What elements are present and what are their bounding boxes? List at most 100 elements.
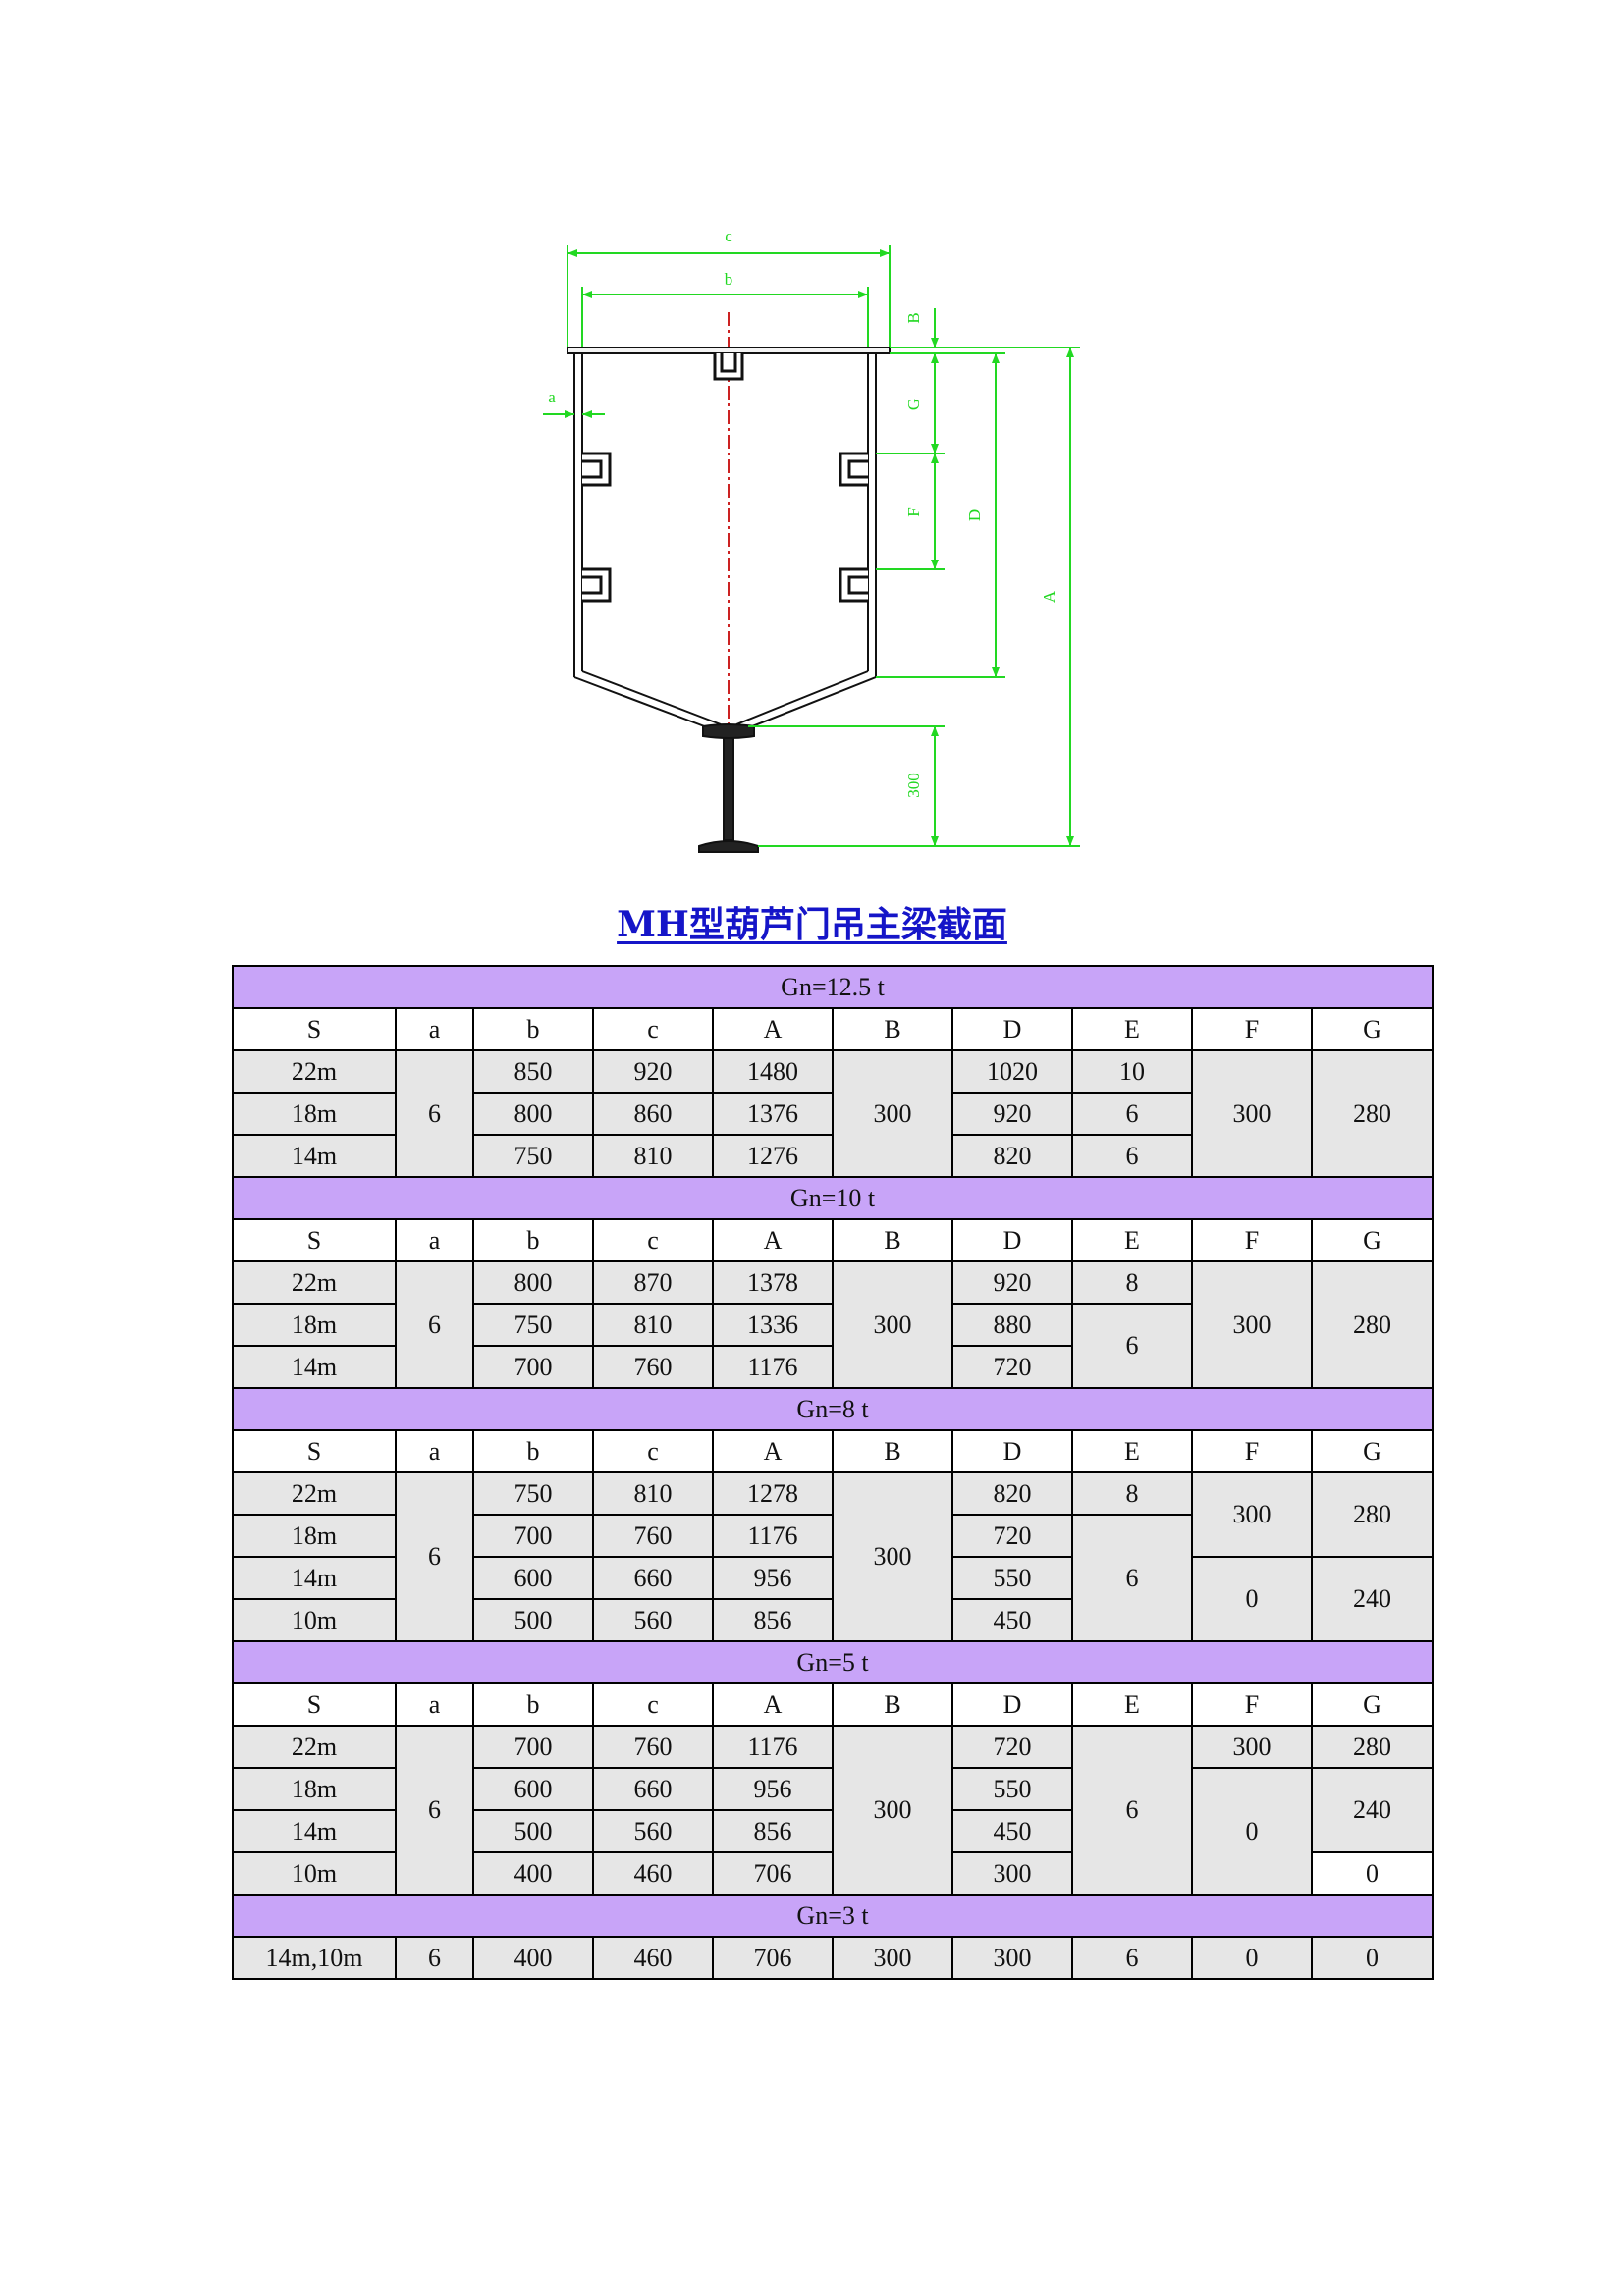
cell-D: 300: [951, 1936, 1073, 1980]
col-header-A: A: [712, 1218, 834, 1262]
dim-label-c: c: [725, 227, 732, 245]
cell-A: 956: [712, 1767, 834, 1811]
cell-b: 700: [472, 1514, 594, 1558]
girder-section-drawing: c b a B G F D A 300: [543, 227, 1080, 853]
col-header-b: b: [472, 1429, 594, 1473]
cell-b: 500: [472, 1809, 594, 1853]
col-header-A: A: [712, 1429, 834, 1473]
cell-A: 1480: [712, 1049, 834, 1094]
col-header-G: G: [1310, 1218, 1435, 1262]
cell-c: 760: [592, 1514, 714, 1558]
cell-S: 18m: [232, 1767, 397, 1811]
cell-b: 400: [472, 1851, 594, 1896]
col-header-F: F: [1191, 1682, 1313, 1727]
cell-c: 760: [592, 1725, 714, 1769]
cell-F: 300: [1191, 1260, 1313, 1389]
dim-label-D: D: [965, 509, 984, 521]
col-header-b: b: [472, 1218, 594, 1262]
stiffener-left-lower: [582, 567, 612, 603]
cell-c: 920: [592, 1049, 714, 1094]
col-header-a: a: [395, 1429, 474, 1473]
cell-G: 280: [1310, 1471, 1435, 1558]
cell-G: 280: [1310, 1260, 1435, 1389]
cell-B: 300: [832, 1725, 953, 1896]
group-title-row: Gn=12.5 t: [231, 965, 1435, 1009]
table-row: 10m 500 560 856 450: [232, 1598, 1433, 1642]
cell-D: 820: [951, 1471, 1073, 1516]
cell-A: 1376: [712, 1092, 834, 1136]
cell-D: 820: [951, 1134, 1073, 1178]
col-header-S: S: [232, 1682, 397, 1727]
cell-A: 956: [712, 1556, 834, 1600]
cell-b: 750: [472, 1303, 594, 1347]
cell-E: 8: [1071, 1471, 1193, 1516]
cell-b: 500: [472, 1598, 594, 1642]
cell-D: 880: [951, 1303, 1073, 1347]
cell-S: 14m: [232, 1556, 397, 1600]
col-header-D: D: [951, 1218, 1073, 1262]
col-header-b: b: [472, 1682, 594, 1727]
cell-E: 10: [1071, 1049, 1193, 1094]
dim-label-F: F: [904, 507, 923, 516]
cell-a: 6: [395, 1725, 474, 1896]
group-title: Gn=5 t: [231, 1640, 1435, 1684]
table-row: 18m 600 660 956 550 0 240: [232, 1767, 1435, 1896]
table-row: 10m 400 460 706 300 0: [232, 1851, 1435, 1896]
cell-S: 14m: [232, 1809, 397, 1853]
group-title: Gn=10 t: [231, 1176, 1435, 1220]
cell-c: 870: [592, 1260, 714, 1305]
cell-G: 280: [1310, 1049, 1435, 1178]
cell-D: 720: [951, 1725, 1073, 1769]
cell-G: 240: [1310, 1767, 1435, 1853]
col-header-B: B: [832, 1007, 953, 1051]
col-header-E: E: [1071, 1007, 1193, 1051]
cell-A: 1176: [712, 1725, 834, 1769]
col-header-B: B: [832, 1682, 953, 1727]
cell-D: 450: [951, 1598, 1073, 1642]
col-header-D: D: [951, 1007, 1073, 1051]
cell-c: 810: [592, 1303, 714, 1347]
dim-label-b: b: [725, 270, 733, 289]
cell-G: 0: [1310, 1936, 1435, 1980]
cell-b: 400: [472, 1936, 594, 1980]
table-row: 22m 6 800 870 1378 300 920 8 300 280: [232, 1260, 1435, 1389]
dim-label-B: B: [904, 312, 923, 323]
col-header-c: c: [592, 1682, 714, 1727]
cell-A: 1378: [712, 1260, 834, 1305]
cell-A: 706: [712, 1851, 834, 1896]
cell-S: 14m: [232, 1134, 397, 1178]
col-header-F: F: [1191, 1429, 1313, 1473]
cell-A: 1278: [712, 1471, 834, 1516]
cell-S: 22m: [232, 1049, 397, 1094]
col-header-b: b: [472, 1007, 594, 1051]
table-row: 14m 750 810 1276 820 6: [232, 1134, 1433, 1178]
cell-c: 660: [592, 1767, 714, 1811]
col-header-B: B: [832, 1429, 953, 1473]
col-header-S: S: [232, 1218, 397, 1262]
table-row: 22m 6 750 810 1278 300 820 8 300 280: [232, 1471, 1435, 1642]
table-row: 22m 6 700 760 1176 300 720 6 300 280: [232, 1725, 1435, 1896]
cell-G: 0: [1310, 1851, 1435, 1896]
cell-E: 8: [1071, 1260, 1193, 1305]
cell-c: 860: [592, 1092, 714, 1136]
cell-D: 300: [951, 1851, 1073, 1896]
col-header-E: E: [1071, 1429, 1193, 1473]
cell-c: 810: [592, 1471, 714, 1516]
table-row: 14m,10m 6 400 460 706 300 300 6 0 0: [232, 1936, 1435, 1980]
stiffener-left-upper: [582, 452, 612, 487]
cell-F: 300: [1191, 1471, 1313, 1558]
cell-A: 706: [712, 1936, 834, 1980]
group-title: Gn=12.5 t: [231, 965, 1435, 1009]
cell-A: 1176: [712, 1345, 834, 1389]
cell-B: 300: [832, 1471, 953, 1642]
col-header-F: F: [1191, 1218, 1313, 1262]
cell-c: 660: [592, 1556, 714, 1600]
col-header-A: A: [712, 1007, 834, 1051]
group-title-row: Gn=10 t: [231, 1176, 1435, 1220]
col-header-A: A: [712, 1682, 834, 1727]
